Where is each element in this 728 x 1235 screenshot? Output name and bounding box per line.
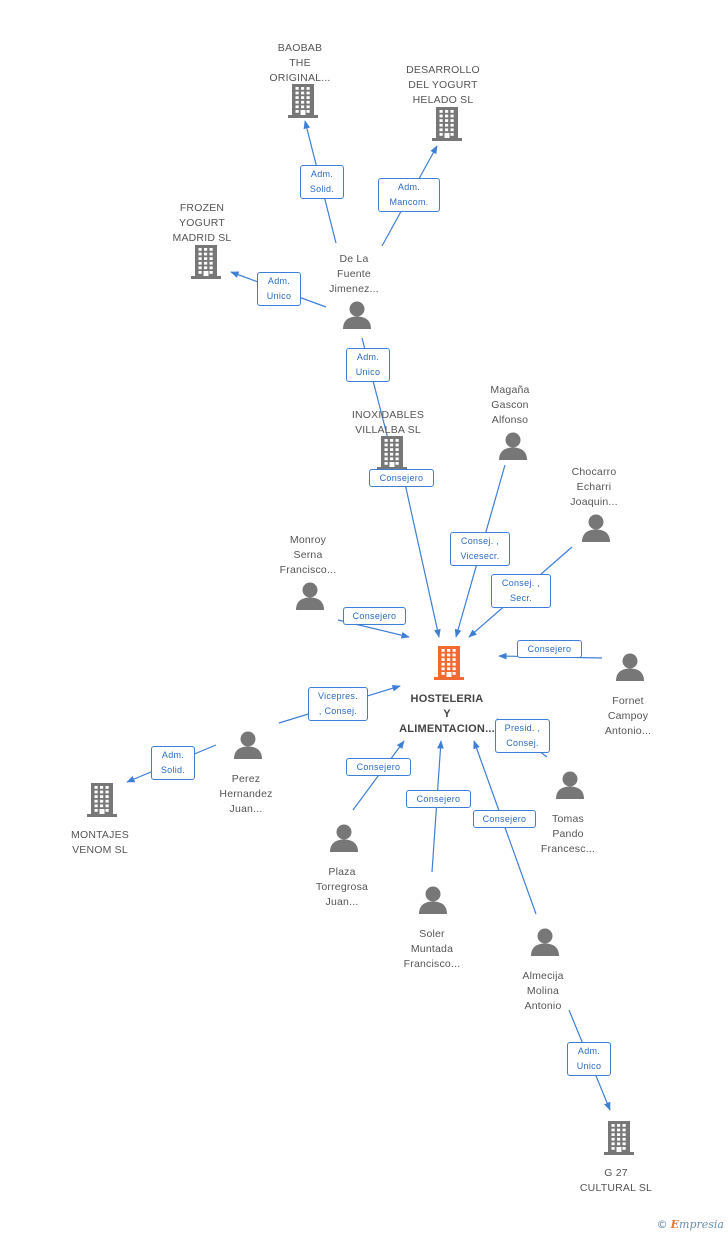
relation-label-soler-center[interactable]: Consejero <box>406 790 471 808</box>
node-label-magana[interactable]: Magaña Gascon Alfonso <box>490 384 530 426</box>
person-tomas-icon[interactable] <box>555 771 585 804</box>
brand-initial: E <box>670 1218 680 1231</box>
brand-name: mpresia <box>679 1218 724 1231</box>
person-icon <box>296 582 324 610</box>
company-baobab-icon[interactable] <box>287 84 319 123</box>
relation-label-delafuente-inoxidables[interactable]: Adm. Unico <box>346 348 390 382</box>
person-perez-icon[interactable] <box>233 731 263 764</box>
person-icon <box>616 653 644 681</box>
person-icon <box>556 771 584 799</box>
person-plaza-icon[interactable] <box>329 824 359 857</box>
relation-label-perez-center[interactable]: Vicepres. , Consej. <box>308 687 368 721</box>
relation-label-delafuente-desarrollo[interactable]: Adm. Mancom. <box>378 178 440 212</box>
person-icon <box>419 886 447 914</box>
node-label-baobab[interactable]: BAOBAB THE ORIGINAL... <box>269 42 331 84</box>
empresia-watermark: ©Empresia <box>657 1218 724 1231</box>
person-monroy-icon[interactable] <box>295 582 325 615</box>
person-icon <box>499 432 527 460</box>
company-frozen-icon[interactable] <box>190 245 222 284</box>
building-icon <box>377 436 407 470</box>
node-label-plaza[interactable]: Plaza Torregrosa Juan... <box>315 866 369 908</box>
relation-label-almecija-center[interactable]: Consejero <box>473 810 536 828</box>
relation-label-tomas-center[interactable]: Presid. , Consej. <box>495 719 550 753</box>
company-desarrollo-icon[interactable] <box>431 107 463 146</box>
relation-label-delafuente-baobab[interactable]: Adm. Solid. <box>300 165 344 199</box>
person-magana-icon[interactable] <box>498 432 528 465</box>
person-delafuente-icon[interactable] <box>342 301 372 334</box>
person-almecija-icon[interactable] <box>530 928 560 961</box>
company-g27-icon[interactable] <box>603 1121 635 1160</box>
node-label-almecija[interactable]: Almecija Molina Antonio <box>522 970 564 1012</box>
building-icon <box>434 646 464 680</box>
person-soler-icon[interactable] <box>418 886 448 919</box>
person-chocarro-icon[interactable] <box>581 514 611 547</box>
node-label-soler[interactable]: Soler Muntada Francisco... <box>403 928 461 970</box>
node-label-perez[interactable]: Perez Hernandez Juan... <box>219 773 273 815</box>
building-icon <box>604 1121 634 1155</box>
node-label-tomas[interactable]: Tomas Pando Francesc... <box>540 813 596 855</box>
company-inoxidables-icon[interactable] <box>376 436 408 475</box>
node-label-chocarro[interactable]: Chocarro Echarri Joaquin... <box>570 466 618 508</box>
building-icon <box>191 245 221 279</box>
relation-line-inoxidables-center <box>401 469 441 638</box>
node-label-montajes[interactable]: MONTAJES VENOM SL <box>71 829 129 856</box>
node-label-desarrollo[interactable]: DESARROLLO DEL YOGURT HELADO SL <box>406 64 480 106</box>
relation-label-plaza-center[interactable]: Consejero <box>346 758 411 776</box>
relation-label-fornet-center[interactable]: Consejero <box>517 640 582 658</box>
building-icon <box>87 783 117 817</box>
node-label-fornet[interactable]: Fornet Campoy Antonio... <box>604 695 652 737</box>
node-label-g27[interactable]: G 27 CULTURAL SL <box>579 1167 653 1194</box>
node-label-inoxidables[interactable]: INOXIDABLES VILLALBA SL <box>351 409 425 436</box>
node-label-monroy[interactable]: Monroy Serna Francisco... <box>279 534 337 576</box>
company-center-icon[interactable] <box>434 646 464 685</box>
relation-label-chocarro-center[interactable]: Consej. , Secr. <box>491 574 551 608</box>
person-icon <box>343 301 371 329</box>
node-label-frozen[interactable]: FROZEN YOGURT MADRID SL <box>172 202 232 244</box>
relation-label-monroy-center[interactable]: Consejero <box>343 607 406 625</box>
relation-label-inoxidables-center[interactable]: Consejero <box>369 469 434 487</box>
relation-label-almecija-g27[interactable]: Adm. Unico <box>567 1042 611 1076</box>
company-montajes-icon[interactable] <box>86 783 118 822</box>
person-icon <box>582 514 610 542</box>
person-icon <box>531 928 559 956</box>
relation-label-delafuente-frozen[interactable]: Adm. Unico <box>257 272 301 306</box>
person-icon <box>234 731 262 759</box>
relation-label-perez-montajes[interactable]: Adm. Solid. <box>151 746 195 780</box>
node-label-delafuente[interactable]: De La Fuente Jimenez... <box>329 253 379 295</box>
person-fornet-icon[interactable] <box>615 653 645 686</box>
copyright-symbol: © <box>656 1218 668 1231</box>
relation-label-magana-center[interactable]: Consej. , Vicesecr. <box>450 532 510 566</box>
person-icon <box>330 824 358 852</box>
building-icon <box>288 84 318 118</box>
node-label-center[interactable]: HOSTELERIA Y ALIMENTACION... <box>399 693 495 735</box>
building-icon <box>432 107 462 141</box>
